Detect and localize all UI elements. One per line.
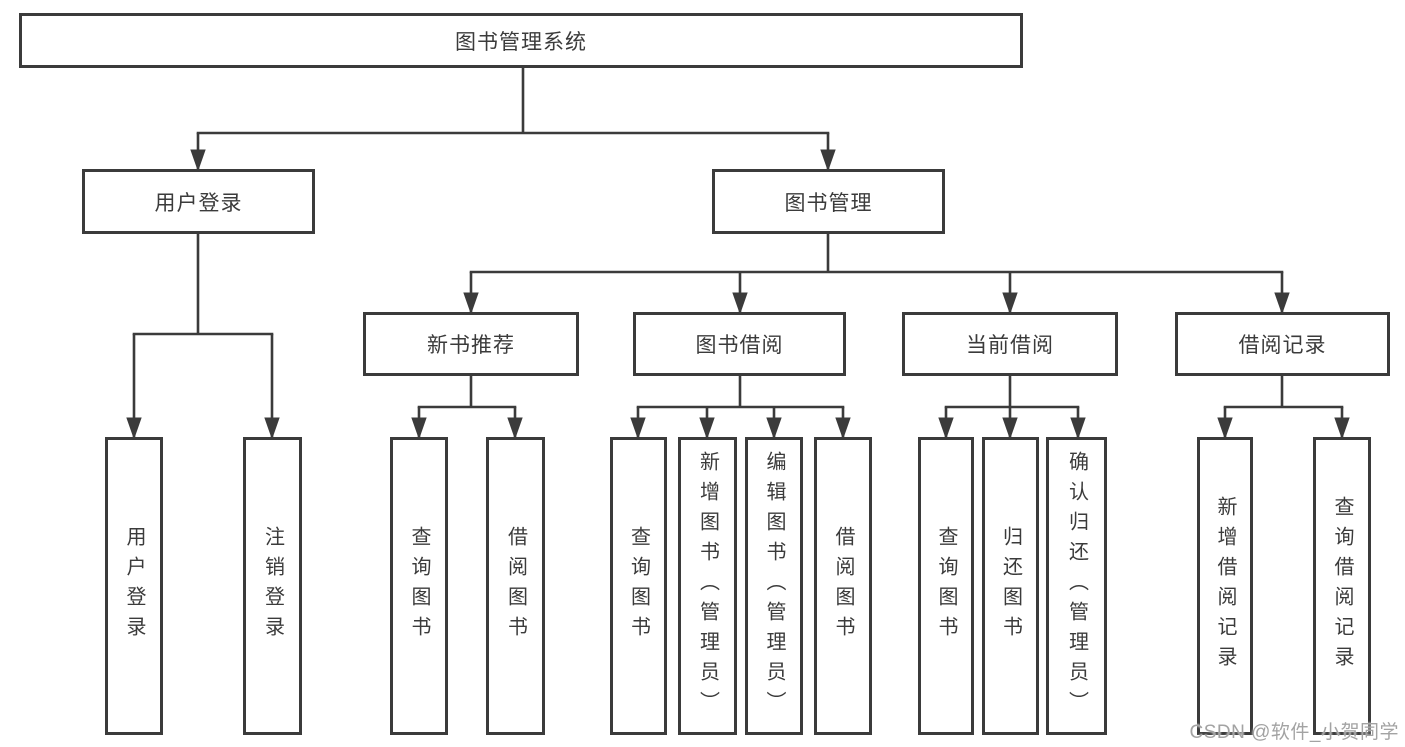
node-book-borrow-label: 图书借阅	[695, 334, 784, 357]
leaf-query-books-borrow: 查询图书	[610, 437, 667, 735]
leaf-add-borrow-record: 新增借阅记录	[1197, 437, 1253, 735]
node-current-borrow-label: 当前借阅	[966, 334, 1054, 357]
leaf-borrow-book-label: 借阅图书	[832, 526, 854, 646]
leaf-return-book-label: 归还图书	[999, 526, 1022, 646]
node-book-management-label: 图书管理	[784, 191, 873, 215]
leaf-query-borrow-record: 查询借阅记录	[1313, 437, 1371, 735]
node-book-management: 图书管理	[712, 169, 945, 234]
leaf-logout: 注销登录	[243, 437, 302, 735]
leaf-query-borrow-record-label: 查询借阅记录	[1331, 496, 1353, 676]
node-user-login: 用户登录	[82, 169, 315, 234]
leaf-query-books-current-label: 查询图书	[935, 526, 957, 646]
leaf-return-book: 归还图书	[982, 437, 1039, 735]
node-user-login-label: 用户登录	[154, 191, 243, 215]
leaf-query-books-borrow-label: 查询图书	[627, 526, 650, 646]
csdn-watermark: CSDN @软件_小贺同学	[1189, 722, 1399, 743]
node-borrow-records-label: 借阅记录	[1238, 334, 1327, 357]
leaf-query-books-recommend-label: 查询图书	[408, 526, 430, 646]
leaf-query-books-recommend: 查询图书	[390, 437, 448, 735]
leaf-user-login: 用户登录	[105, 437, 163, 735]
node-new-book-recommend: 新书推荐	[363, 312, 579, 376]
leaf-logout-label: 注销登录	[261, 526, 284, 646]
node-current-borrow: 当前借阅	[902, 312, 1118, 376]
leaf-query-books-current: 查询图书	[918, 437, 974, 735]
leaf-confirm-return-admin: 确认归还（管理员）	[1046, 437, 1107, 735]
leaf-borrow-book: 借阅图书	[814, 437, 872, 735]
leaf-confirm-return-admin-label: 确认归还（管理员）	[1065, 451, 1088, 721]
leaf-borrow-book-recommend: 借阅图书	[486, 437, 545, 735]
leaf-add-borrow-record-label: 新增借阅记录	[1214, 496, 1236, 676]
leaf-borrow-book-recommend-label: 借阅图书	[504, 526, 527, 646]
leaf-add-book-admin: 新增图书（管理员）	[678, 437, 737, 735]
node-new-book-recommend-label: 新书推荐	[427, 334, 515, 357]
node-library-system-label: 图书管理系统	[455, 30, 587, 54]
node-book-borrow: 图书借阅	[633, 312, 846, 376]
leaf-edit-book-admin: 编辑图书（管理员）	[745, 437, 803, 735]
leaf-edit-book-admin-label: 编辑图书（管理员）	[763, 451, 785, 721]
node-borrow-records: 借阅记录	[1175, 312, 1390, 376]
node-library-system: 图书管理系统	[19, 13, 1023, 68]
leaf-add-book-admin-label: 新增图书（管理员）	[696, 451, 719, 721]
leaf-user-login-label: 用户登录	[123, 526, 145, 646]
